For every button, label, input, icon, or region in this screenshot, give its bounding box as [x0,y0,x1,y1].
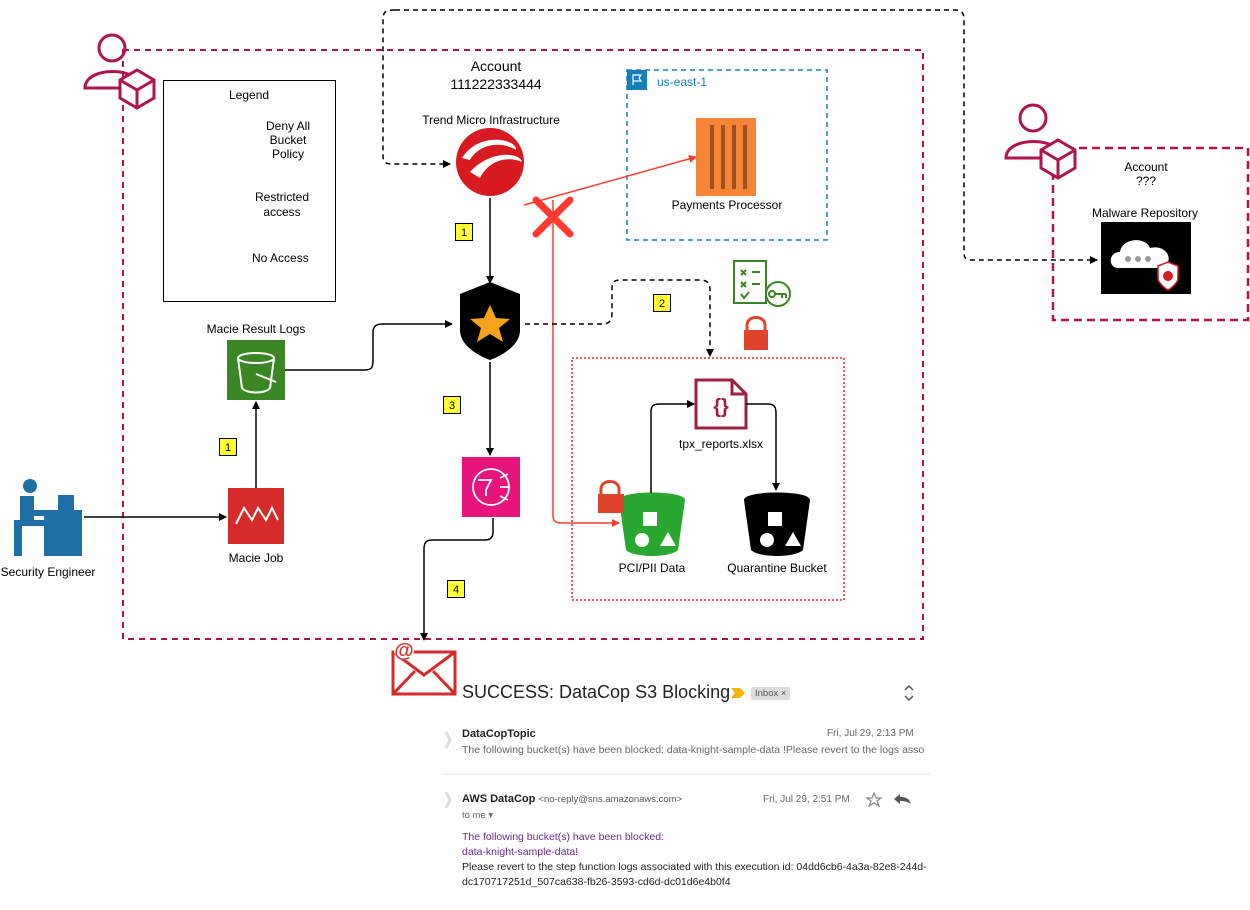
important-marker-icon [731,688,745,698]
macie-logs-label: Macie Result Logs [206,322,306,336]
msg2-body-line4: dc170717251d_507ca638-fb26-3593-cd6d-dc0… [462,876,731,888]
connectors [84,9,1098,641]
svg-text:@: @ [394,640,414,662]
step-badge: 2 [653,294,671,312]
file-icon: {} [694,378,748,430]
reports-label: tpx_reports.xlsx [678,437,764,451]
region-flag-icon [627,70,647,90]
step-badge: 3 [443,396,461,414]
macie-job-label: Macie Job [228,551,284,565]
msg1-date: Fri, Jul 29, 2:13 PM [827,728,914,739]
msg2-address: <no-reply@sns.amazonaws.com> [538,794,683,805]
region-label: us-east-1 [657,75,708,89]
lock-icon [598,480,624,513]
expand-icon [904,684,914,702]
ec2-icon [696,118,756,196]
inbox-tag-label: Inbox [755,688,779,699]
legend-item-policy: Deny All Bucket Policy [265,119,311,161]
shield-star-icon [460,282,520,360]
email-subject: SUCCESS: DataCop S3 Blocking [462,682,731,702]
legend-title: Legend [229,88,270,102]
reply-icon [894,794,911,804]
legend-item-restricted: Restricted access [254,190,310,219]
payments-label: Payments Processor [671,198,783,212]
legend-item-no-access: No Access [252,251,309,265]
bucket-policy-icon [733,260,791,307]
msg2-sender[interactable]: AWS DataCop <no-reply@sns.amazonaws.com> [462,793,683,805]
lock-icon [744,316,768,350]
email-icon: @ [391,640,457,696]
star-icon [865,791,883,808]
svg-text:{}: {} [713,396,729,418]
msg2-date: Fri, Jul 29, 2:51 PM [763,794,850,805]
malware-cloud-icon [1101,222,1191,294]
trend-micro-icon [456,128,524,196]
account-ext-title: Account [1124,160,1168,174]
step-badge: 4 [447,580,465,598]
account-user-icon-external [1004,103,1077,180]
msg1-preview[interactable]: The following bucket(s) have been blocke… [462,744,925,756]
quarantine-label: Quarantine Bucket [727,561,827,575]
s3-bucket-icon [227,340,285,400]
malware-repo-label: Malware Repository [1091,206,1199,220]
account-user-icon [83,33,156,110]
account-main-id: 111222333444 [450,76,542,92]
quarantine-bucket-icon [744,492,810,556]
legend: Legend Deny All Bucket Policy Restricted… [163,80,336,302]
msg1-sender[interactable]: DataCopTopic [462,728,536,740]
inbox-tag[interactable]: Inbox × [751,687,791,700]
pci-label: PCI/PII Data [618,561,686,575]
msg2-body-line1: The following bucket(s) have been blocke… [462,831,664,843]
macie-icon [228,488,284,544]
step-badge: 1 [219,438,237,456]
pci-bucket-icon [619,492,685,556]
step-badge: 1 [455,223,473,241]
trend-micro-label: Trend Micro Infrastructure [422,113,560,127]
engineer-label: Security Engineer [0,565,96,579]
account-main-title: Account [470,58,522,74]
sns-icon [462,457,520,517]
msg2-recipient[interactable]: to me ▾ [462,810,494,821]
engineer-icon [14,479,82,556]
region-boundary [626,69,828,241]
account-main-boundary [122,49,924,640]
account-ext-id: ??? [1135,174,1157,188]
account-external-boundary [1051,146,1250,322]
msg2-body-line3: Please revert to the step function logs … [462,861,927,873]
restricted-boundary [571,357,845,601]
msg2-body-line2: data-knight-sample-data! [462,846,579,858]
